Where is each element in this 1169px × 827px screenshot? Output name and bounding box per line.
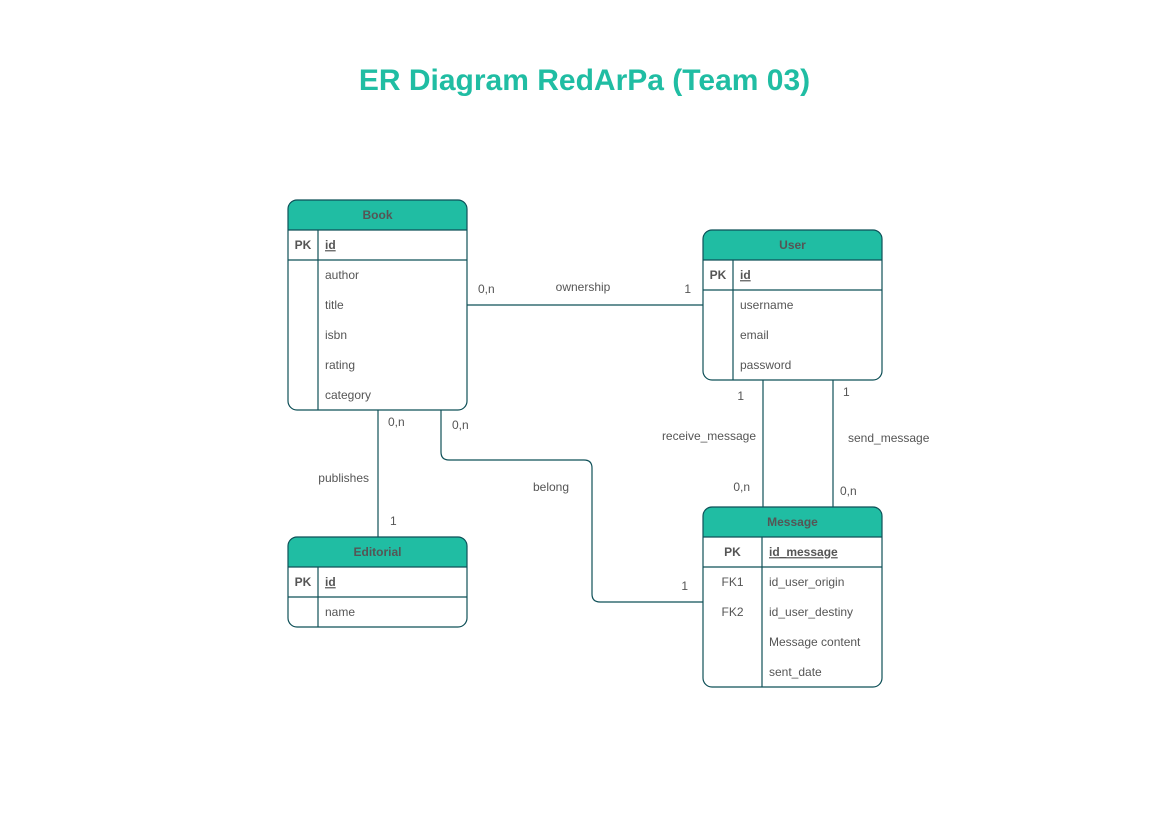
attribute-key: PK [724, 545, 741, 559]
entity-header [288, 537, 467, 567]
cardinality-from: 1 [843, 385, 850, 399]
relationship-ownership[interactable]: ownership 0,n 1 [467, 280, 703, 306]
entity-header [703, 230, 882, 260]
entity-header [703, 507, 882, 537]
relationship-send_message[interactable]: send_message 1 0,n [832, 380, 930, 507]
attribute-row[interactable]: FK2 id_user_destiny [721, 605, 853, 619]
attribute-key: FK1 [721, 575, 743, 589]
attribute-field: id_user_destiny [769, 605, 853, 619]
relationship-line[interactable] [440, 410, 703, 603]
attribute-key: PK [710, 268, 727, 282]
primary-key-field: id_message [769, 545, 838, 559]
relationship-label: ownership [556, 280, 611, 294]
entity-body [703, 537, 882, 687]
attribute-field: email [740, 328, 769, 342]
entity-name: Editorial [353, 545, 401, 559]
cardinality-from: 1 [737, 389, 744, 403]
attribute-key: FK2 [721, 605, 743, 619]
attribute-row[interactable]: name [325, 605, 355, 619]
cardinality-from: 0,n [452, 418, 469, 432]
attribute-row[interactable]: author [325, 268, 359, 282]
cardinality-to: 1 [681, 579, 688, 593]
entity-border [287, 536, 468, 628]
cardinality-to: 1 [684, 282, 691, 296]
entity-body [703, 260, 882, 380]
attribute-field: rating [325, 358, 355, 372]
cardinality-to: 0,n [733, 480, 750, 494]
attribute-row[interactable]: FK1 id_user_origin [721, 575, 844, 589]
attribute-row[interactable]: email [740, 328, 769, 342]
entity-header [288, 200, 467, 230]
primary-key-field: id [325, 575, 336, 589]
relationship-label: belong [533, 480, 569, 494]
attribute-field: isbn [325, 328, 347, 342]
attribute-field: Message content [769, 635, 861, 649]
entity-name: Book [363, 208, 393, 222]
entity-body [288, 230, 467, 410]
entity-name: Message [767, 515, 818, 529]
attribute-row[interactable]: PK id [295, 238, 336, 252]
attribute-row[interactable]: username [740, 298, 794, 312]
cardinality-from: 0,n [388, 415, 405, 429]
relationship-publishes[interactable]: publishes 0,n 1 [318, 410, 405, 537]
attribute-field: username [740, 298, 794, 312]
attribute-key: PK [295, 238, 312, 252]
entity-name: User [779, 238, 806, 252]
relationship-label: publishes [318, 471, 369, 485]
attribute-row[interactable]: rating [325, 358, 355, 372]
attribute-field: name [325, 605, 355, 619]
attribute-row[interactable]: PK id [295, 575, 336, 589]
relationship-belong[interactable]: belong 0,n 1 [440, 410, 703, 603]
primary-key-field: id [740, 268, 751, 282]
cardinality-to: 1 [390, 514, 397, 528]
diagram-title: ER Diagram RedArPa (Team 03) [358, 64, 811, 97]
primary-key-field: id [325, 238, 336, 252]
cardinality-from: 0,n [478, 282, 495, 296]
attribute-field: author [325, 268, 359, 282]
attribute-field: category [325, 388, 371, 402]
attribute-row[interactable]: category [325, 388, 371, 402]
attribute-row[interactable]: title [325, 298, 344, 312]
entity-border [287, 199, 468, 411]
relationship-label: send_message [848, 431, 930, 445]
attribute-field: password [740, 358, 791, 372]
attribute-field: sent_date [769, 665, 822, 679]
attribute-key: PK [295, 575, 312, 589]
attribute-row[interactable]: isbn [325, 328, 347, 342]
entity-border [702, 229, 883, 381]
entity-border [702, 506, 883, 688]
attribute-row[interactable]: Message content [769, 635, 861, 649]
attribute-row[interactable]: password [740, 358, 791, 372]
attribute-field: id_user_origin [769, 575, 844, 589]
relationship-label: receive_message [662, 429, 756, 443]
attribute-row[interactable]: sent_date [769, 665, 822, 679]
cardinality-to: 0,n [840, 484, 857, 498]
attribute-field: title [325, 298, 344, 312]
attribute-row[interactable]: PK id_message [724, 545, 838, 559]
attribute-row[interactable]: PK id [710, 268, 751, 282]
relationship-receive_message[interactable]: receive_message 1 0,n [662, 380, 764, 507]
